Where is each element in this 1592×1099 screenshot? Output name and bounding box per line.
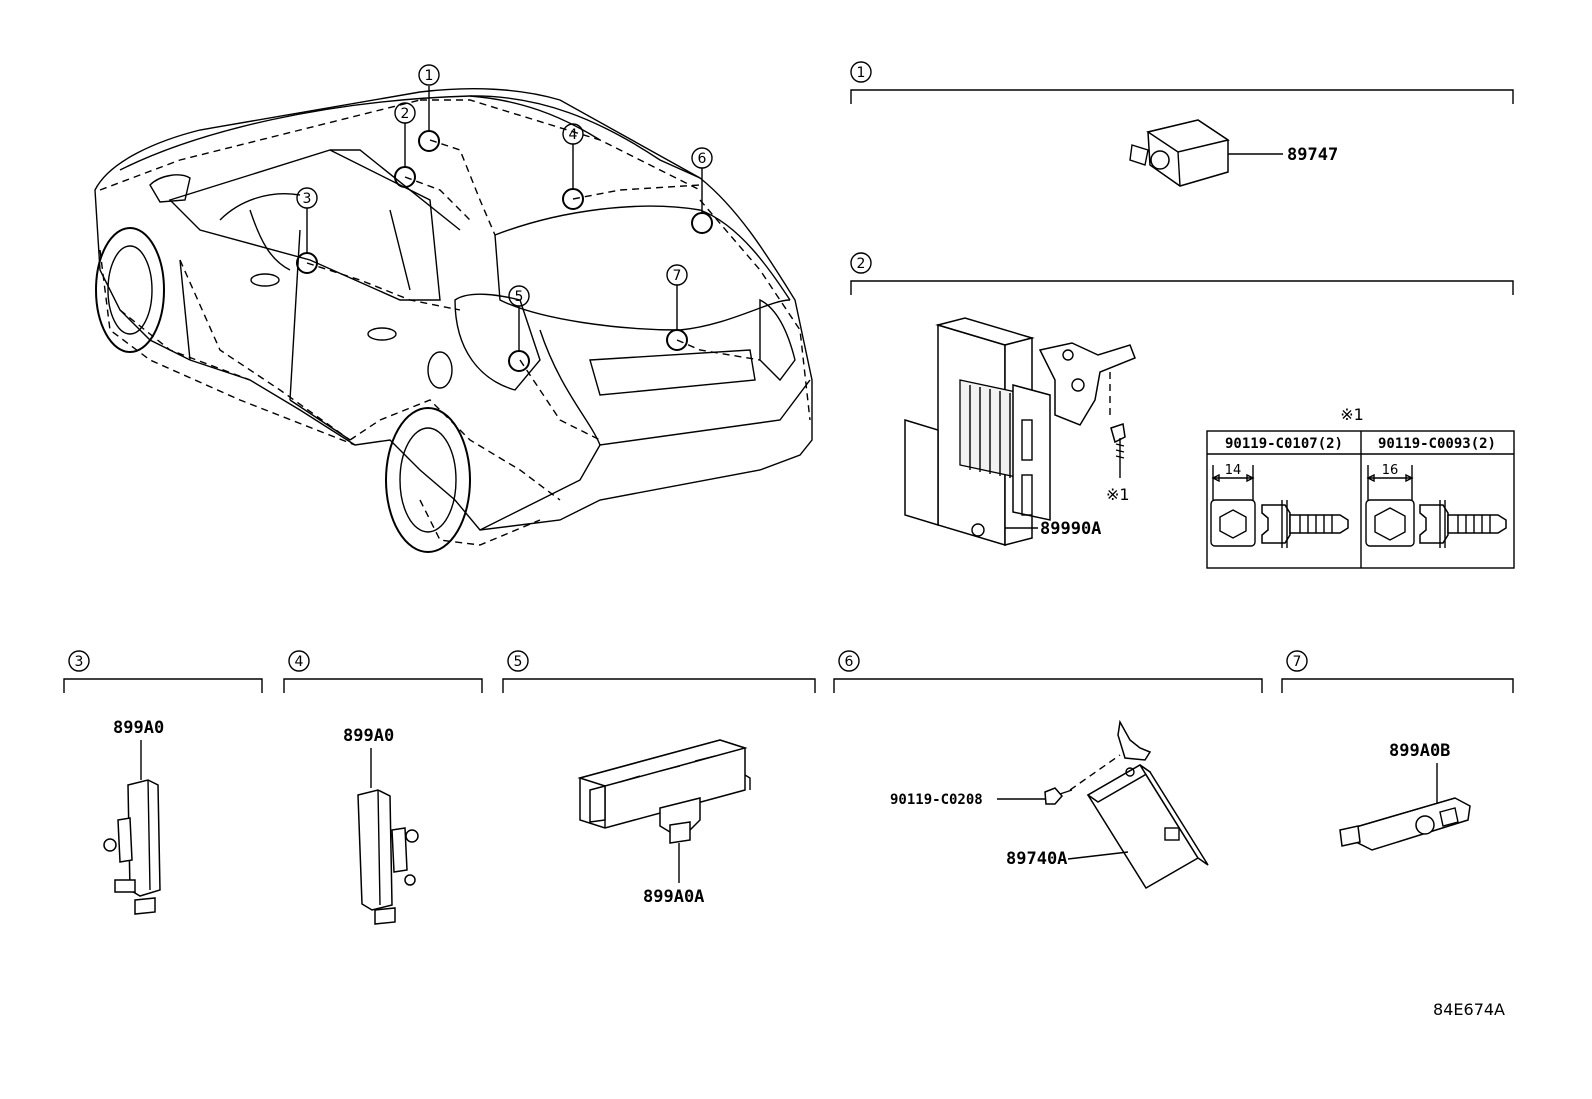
svg-text:4: 4	[295, 654, 304, 670]
svg-text:6: 6	[845, 654, 854, 670]
svg-text:1: 1	[857, 65, 866, 81]
note-ref-2: ※1	[1106, 485, 1130, 504]
svg-text:2: 2	[401, 106, 410, 122]
svg-text:7: 7	[673, 268, 682, 284]
svg-text:5: 5	[515, 289, 524, 305]
section-6: 6 90119-C0208 89740A	[833, 650, 1263, 890]
screw-90119-C0208-image	[1044, 787, 1073, 805]
section-2: 2 ※1 89990A	[850, 252, 1514, 547]
part-899A0A-image	[577, 739, 751, 844]
svg-text:2: 2	[857, 256, 866, 272]
location-marker-6	[691, 212, 713, 234]
section-5: 5 899A0A	[502, 650, 816, 907]
part-899A0-image-b	[357, 789, 419, 925]
bolt-part-90119-C0107[interactable]: 90119-C0107(2)	[1225, 436, 1343, 452]
section-3: 3 899A0	[63, 650, 263, 915]
svg-text:6: 6	[698, 151, 707, 167]
part-label-89740A[interactable]: 89740A	[1006, 849, 1067, 869]
callout-2: 2	[394, 102, 416, 124]
part-label-899A0-section3[interactable]: 899A0	[113, 718, 164, 738]
callout-3: 3	[296, 187, 318, 209]
bolt-part-90119-C0093[interactable]: 90119-C0093(2)	[1378, 436, 1496, 452]
location-marker-1	[418, 130, 440, 152]
part-label-899A0A[interactable]: 899A0A	[643, 887, 704, 907]
part-89740A-image	[1086, 719, 1209, 890]
svg-text:3: 3	[75, 654, 84, 670]
bolt-90119-C0093-drawing: 16	[1365, 463, 1507, 548]
section-1: 1 89747	[850, 61, 1514, 187]
callout-5: 5	[508, 285, 530, 307]
section-4: 4 899A0	[283, 650, 483, 925]
part-label-899A0B[interactable]: 899A0B	[1389, 741, 1450, 761]
section-7: 7 899A0B	[1281, 650, 1514, 851]
callout-6: 6	[691, 147, 713, 169]
part-89747-image	[1129, 119, 1230, 187]
bolt-size-14: 14	[1225, 463, 1242, 478]
diagram-code: 84E674A	[1433, 1000, 1505, 1019]
part-label-89747[interactable]: 89747	[1287, 145, 1338, 165]
bolt-size-16: 16	[1382, 463, 1399, 478]
vehicle-illustration: 1 2 3 4 5 6 7	[94, 64, 813, 553]
bolt-table: ※1 90119-C0107(2) 90119-C0093(2) 14 16	[1206, 405, 1515, 569]
part-899A0-image-a	[103, 779, 161, 915]
bolt-image	[1110, 423, 1126, 462]
part-89990A-image	[904, 317, 1136, 547]
part-label-90119-C0208[interactable]: 90119-C0208	[890, 792, 983, 808]
svg-text:7: 7	[1293, 654, 1302, 670]
callout-7: 7	[666, 264, 688, 286]
bolt-90119-C0107-drawing: 14	[1210, 463, 1349, 548]
location-marker-5	[508, 350, 530, 372]
svg-text:3: 3	[303, 191, 312, 207]
svg-text:4: 4	[569, 127, 578, 143]
part-899A0B-image	[1339, 797, 1471, 851]
callout-4: 4	[562, 123, 584, 145]
part-label-89990A[interactable]: 89990A	[1040, 519, 1101, 539]
svg-text:1: 1	[425, 68, 434, 84]
bolt-table-title: ※1	[1340, 405, 1364, 424]
svg-text:5: 5	[514, 654, 523, 670]
part-label-899A0-section4[interactable]: 899A0	[343, 726, 394, 746]
callout-1: 1	[418, 64, 440, 86]
